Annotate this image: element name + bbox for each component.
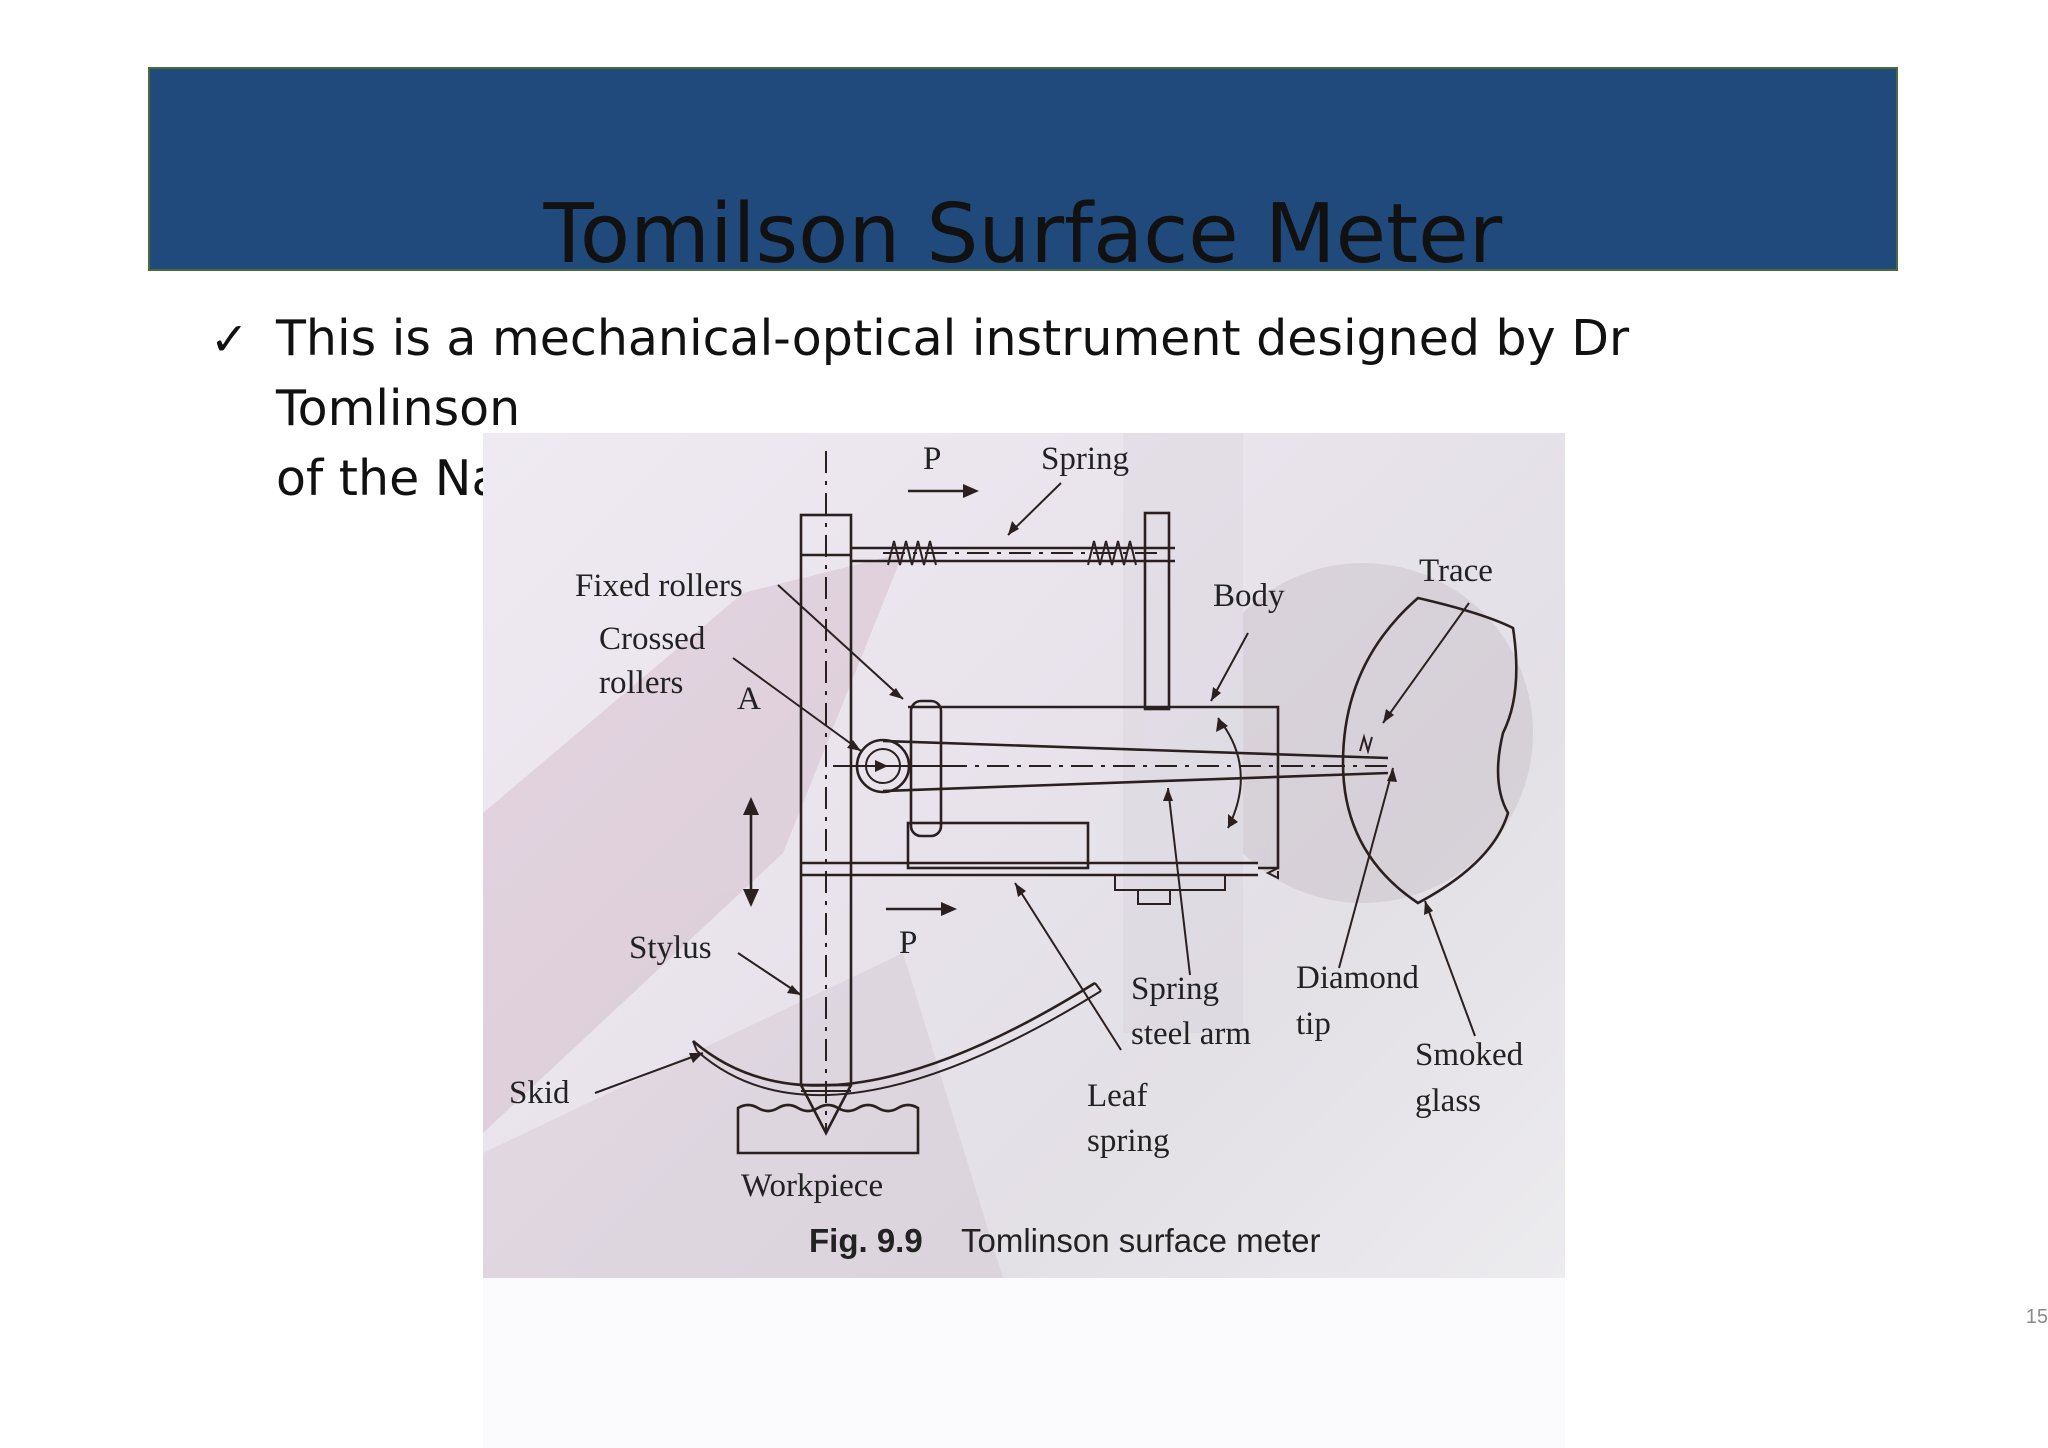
body-block [801,705,1280,905]
spring-bar [851,511,1175,711]
label-diamond-2: tip [1296,1006,1331,1042]
figure-image: P Spring Fixed rollers Crossed rollers A… [483,433,1565,1278]
background-decoration [483,433,1533,1278]
label-leaf-1: Leaf [1087,1078,1147,1114]
label-crossed: Crossed [599,621,706,657]
smoked-glass [1341,596,1518,905]
label-p-top: P [923,441,941,477]
fixed-rollers [909,699,943,838]
label-smoked-2: glass [1415,1083,1481,1119]
p-arrow-bottom [886,902,957,916]
leader-lines [594,482,1476,1094]
checkmark-icon: ✓ [210,312,249,366]
slide-title: Tomilson Surface Meter [543,187,1503,282]
label-workpiece: Workpiece [741,1168,883,1204]
title-banner: Tomilson Surface Meter [148,67,1898,282]
page-number: 15 [2025,1306,2048,1328]
label-body: Body [1213,578,1285,614]
label-stylus: Stylus [629,930,712,966]
workpiece-block [736,1103,920,1155]
label-spring-arm-1: Spring [1131,971,1219,1007]
label-diamond-1: Diamond [1296,960,1419,996]
label-a: A [737,681,761,717]
label-fixed-rollers: Fixed rollers [575,568,743,604]
label-spring: Spring [1041,441,1129,477]
leaf-spring [692,981,1096,1087]
label-leaf-2: spring [1087,1123,1170,1159]
leader-arrowheads [689,521,1433,1063]
label-smoked-1: Smoked [1415,1037,1524,1073]
label-rollers: rollers [599,665,683,701]
figure-caption-text: Tomlinson surface meter [961,1222,1320,1259]
tomlinson-diagram: P Spring Fixed rollers Crossed rollers A… [483,433,1533,1278]
trace-mark [1359,733,1373,755]
spring-steel-arm [882,739,1389,793]
vertical-motion-arrow [743,797,759,907]
p-arrow-top [908,484,979,498]
bullet-line-1: This is a mechanical-optical instrument … [276,310,1630,437]
label-skid: Skid [509,1075,570,1111]
figure-caption-number: Fig. 9.9 [809,1222,923,1259]
label-p-bottom: P [899,925,917,961]
label-spring-arm-2: steel arm [1131,1016,1251,1052]
label-trace: Trace [1419,553,1493,589]
swing-arc [1217,717,1242,829]
